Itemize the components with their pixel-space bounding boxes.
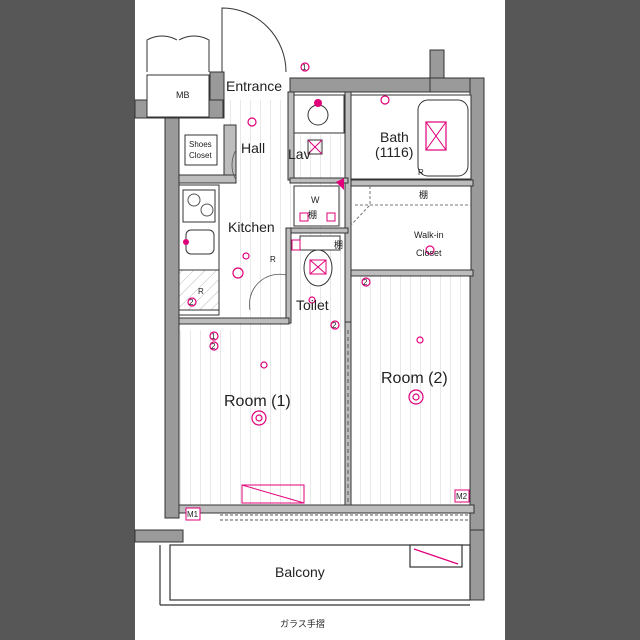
bath-size-label: (1116) [375,144,413,160]
entrance-door [146,7,287,73]
electrical-symbols [187,62,435,426]
meter-label-2: M2 [456,492,468,501]
mb-label: MB [176,90,190,100]
washer-label: W [311,195,320,205]
room2-label: Room (2) [381,370,448,387]
refrigerator-marker: R [418,168,424,177]
left-margin [0,0,135,640]
meter-box-1 [185,507,201,521]
shelf-marker-1: 棚 [419,189,428,201]
circuit-marker-1: 1 [211,332,216,341]
circuit-marker-4: 2 [363,278,368,287]
kitchen-label: Kitchen [228,219,275,235]
shelf-marker-3: 棚 [334,239,343,251]
meter-box-2 [454,489,470,503]
lavatory-sink [293,94,345,155]
circuit-marker-5: 1 [302,63,307,72]
hall-label: Hall [241,140,265,156]
right-margin [505,0,640,640]
entrance-label: Entrance [226,78,282,94]
balcony-area [159,544,471,606]
circuit-marker-6: 2 [189,298,194,307]
toilet-fixture [291,235,341,287]
closet-door-line [350,186,371,226]
lav-label: Lav [288,146,311,162]
washer-space [293,178,344,227]
glass-railing-label: ガラス手摺 [280,618,325,630]
meter-label-1: M1 [187,510,199,519]
kitchen-counter [178,184,220,316]
walls [134,49,485,601]
walkin-closet-label-2: Closet [416,248,442,258]
circuit-marker-3: 2 [332,321,337,330]
refrigerator-marker-2: R [270,255,276,264]
shoes-closet-label-1: Shoes [189,140,212,149]
circuit-marker-2: 2 [211,342,216,351]
bathtub [350,94,472,180]
walkin-closet-label-1: Walk-in [414,230,444,240]
toilet-label: Toilet [296,297,329,313]
balcony-label: Balcony [275,564,325,580]
shoes-closet-label-2: Closet [189,151,212,160]
shelf-marker-2: 棚 [308,209,317,221]
refrigerator-marker-3: R [198,287,204,296]
room1-label: Room (1) [224,393,291,410]
shoes-closet-box [184,134,218,166]
bath-label: Bath [380,129,409,145]
windows [220,484,470,521]
walk-in-closet-area [350,185,472,271]
